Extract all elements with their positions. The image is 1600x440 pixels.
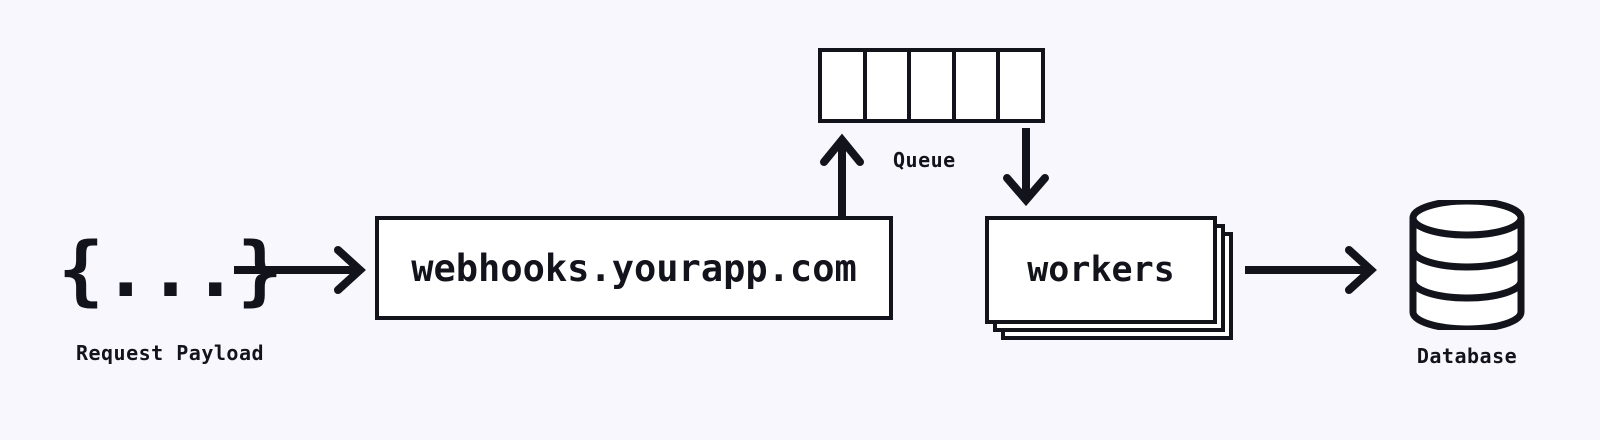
- workers-box[interactable]: workers: [985, 216, 1217, 324]
- queue-cell[interactable]: [822, 52, 867, 119]
- queue-cells[interactable]: [818, 48, 1045, 123]
- request-payload-label: Request Payload: [75, 341, 265, 365]
- workers-label: workers: [1027, 250, 1175, 290]
- queue-label: Queue: [893, 148, 956, 172]
- arrow-queue-to-workers: [1003, 128, 1049, 207]
- queue-cell[interactable]: [866, 52, 912, 119]
- arrow-endpoint-to-queue: [820, 133, 864, 218]
- endpoint-box[interactable]: webhooks.yourapp.com: [375, 216, 893, 320]
- workers-stack[interactable]: workers: [985, 216, 1233, 340]
- queue-group[interactable]: [818, 48, 1045, 123]
- database-group[interactable]: [1405, 197, 1529, 333]
- arrow-payload-to-endpoint: [234, 246, 366, 294]
- database-cylinder-icon: [1409, 197, 1525, 333]
- arrow-workers-to-database: [1245, 246, 1377, 294]
- queue-cell[interactable]: [911, 52, 956, 119]
- endpoint-label: webhooks.yourapp.com: [411, 246, 857, 290]
- request-payload-icon: {...}: [58, 225, 283, 314]
- queue-cell[interactable]: [1000, 52, 1041, 119]
- database-label: Database: [1416, 344, 1518, 368]
- queue-cell[interactable]: [955, 52, 1001, 119]
